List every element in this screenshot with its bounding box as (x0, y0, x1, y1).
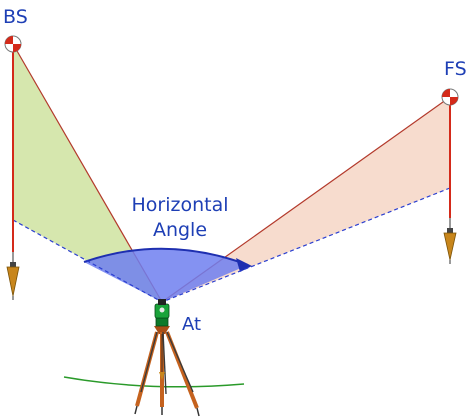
fs-range-pole (443, 97, 457, 264)
instrument-station-label: At (182, 314, 201, 335)
fs-label: FS (444, 58, 467, 80)
bs-label: BS (3, 6, 28, 28)
plumb-bob-icon (6, 262, 20, 300)
horizontal-angle-label-line1: Horizontal (131, 194, 228, 216)
bs-dashed-line (12, 219, 163, 303)
plumb-bob-icon (443, 228, 457, 264)
tripod-icon (134, 326, 200, 417)
total-station-icon (154, 299, 170, 327)
horizontal-angle-arc (83, 247, 249, 266)
fs-target-disc-icon (441, 88, 459, 106)
horizontal-angle-sector (84, 248, 248, 302)
bs-range-pole (6, 44, 20, 300)
bs-target-disc-icon (4, 35, 22, 53)
fs-dashed-line (161, 187, 451, 303)
angle-arrowhead-icon (236, 258, 252, 272)
ground-line (63, 376, 245, 388)
horizontal-angle-label-line2: Angle (153, 219, 207, 241)
